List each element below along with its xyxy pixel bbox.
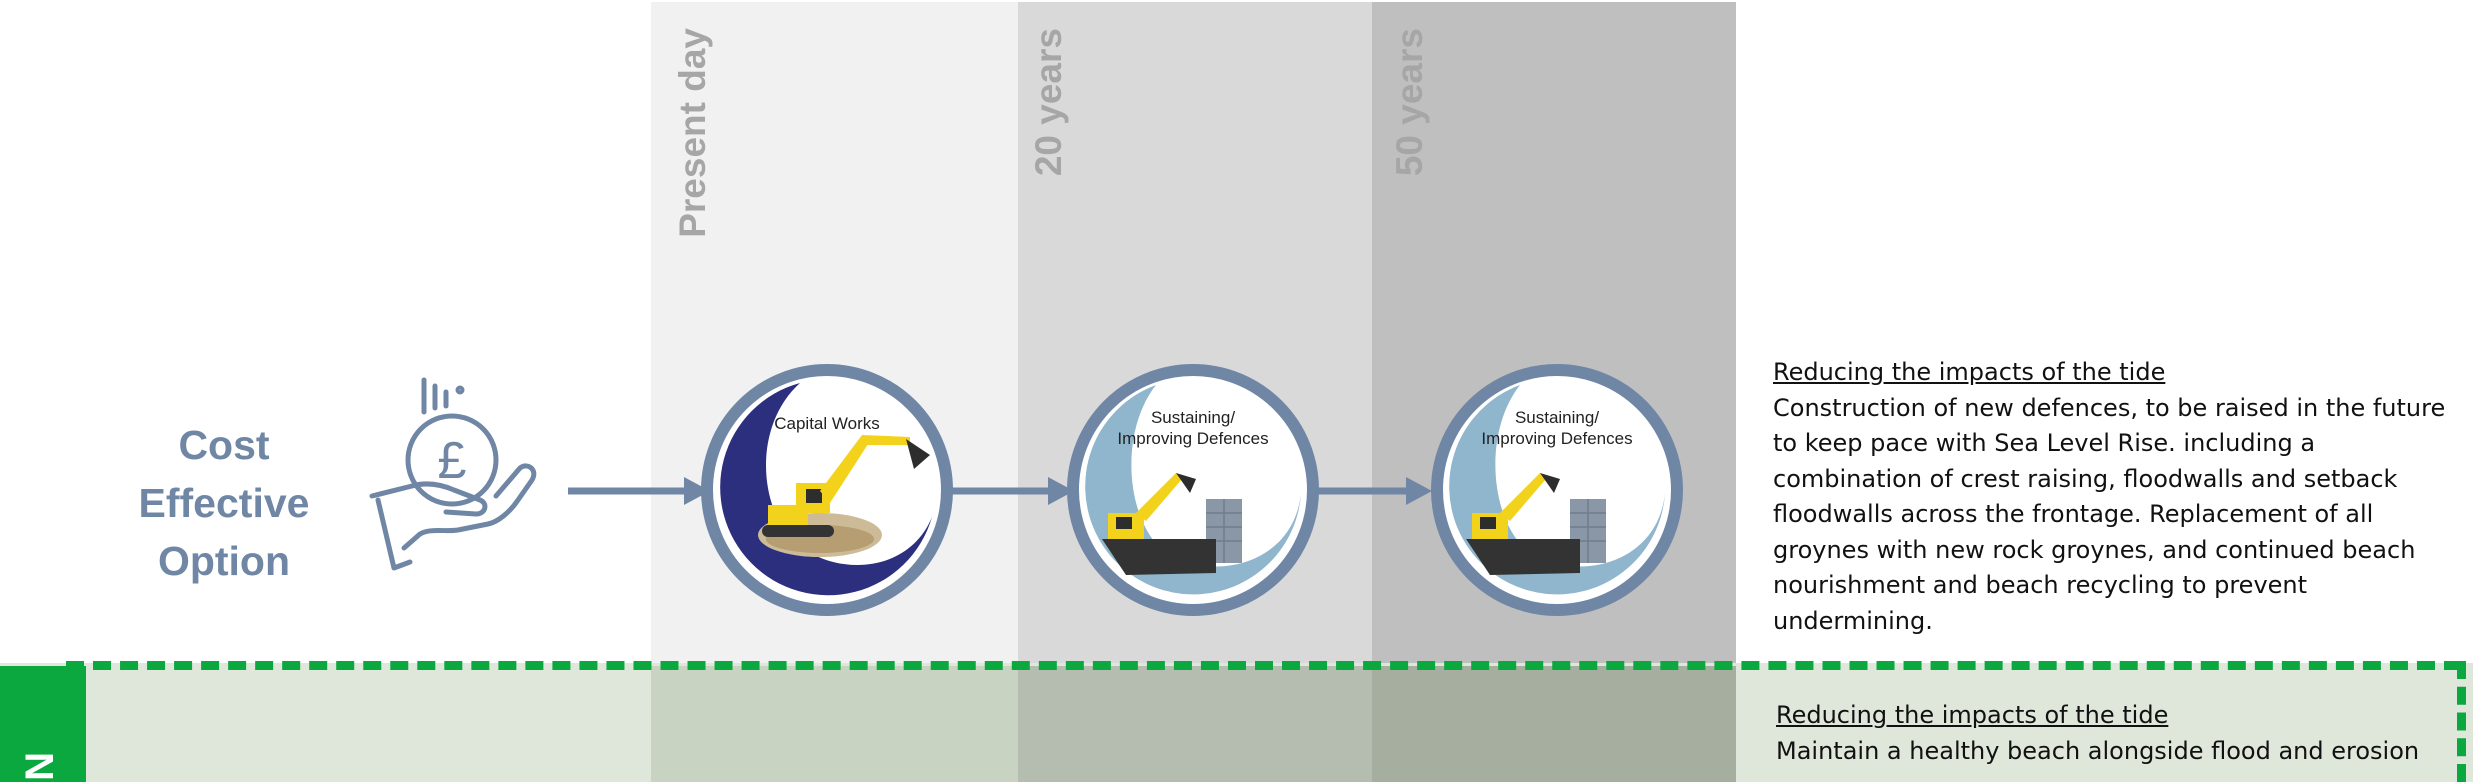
next-option-side-bar (0, 666, 86, 782)
stage-label: Capital Works (774, 414, 880, 433)
stage-label-line: Sustaining/ (1514, 408, 1600, 427)
timeline-label-present-day: Present day (672, 28, 713, 238)
option-title: Cost Effective Option (118, 416, 330, 590)
stage-sustaining-defences-50-years: Sustaining/ Improving Defences (1430, 363, 1684, 617)
description-line: combination of crest raising, floodwalls… (1773, 464, 2398, 493)
description-heading: Reducing the impacts of the tide (1773, 358, 2166, 386)
next-option-column-20-years (1018, 666, 1372, 782)
timeline-label-50-years: 50 years (1389, 28, 1430, 177)
svg-text:£: £ (438, 432, 467, 490)
next-option-column-present-day (651, 666, 1018, 782)
stage-sustaining-defences-20-years: Sustaining/ Improving Defences (1066, 363, 1320, 617)
stage-label-line: Improving Defences (1117, 429, 1269, 448)
description-line: floodwalls across the frontage. Replacem… (1773, 500, 2374, 528)
option-title-line: Option (157, 538, 291, 584)
next-option-description: Reducing the impacts of the tide Maintai… (1776, 698, 2419, 769)
description-line: to keep pace with Sea Level Rise. includ… (1773, 429, 2316, 457)
stage-label-line: Improving Defences (1481, 429, 1633, 448)
next-option-line: Maintain a healthy beach alongside flood… (1776, 736, 2420, 765)
next-option-dashed-border (66, 661, 2462, 670)
description-line: Construction of new defences, to be rais… (1773, 393, 2446, 422)
timeline-label-20-years: 20 years (1028, 28, 1069, 177)
option-description: Reducing the impacts of the tide Constru… (1773, 355, 2445, 639)
hand-holding-pound-coin-icon: £ (369, 377, 537, 571)
option-title-line: Effective (138, 480, 310, 526)
arrows-connector (568, 477, 1432, 505)
description-line: nourishment and beach recycling to preve… (1773, 571, 2308, 599)
option-title-line: Cost (178, 422, 270, 468)
stage-capital-works: Capital Works (700, 363, 954, 617)
description-line: groynes with new rock groynes, and conti… (1773, 535, 2416, 564)
stage-label: Sustaining/ Improving Defences (1066, 407, 1320, 449)
next-option-heading: Reducing the impacts of the tide (1776, 701, 2169, 729)
stage-label: Sustaining/ Improving Defences (1430, 407, 1684, 449)
next-option-side-label: N (18, 752, 62, 781)
excavator-wave-seawall-icon (1067, 364, 1319, 616)
excavator-wave-seawall-icon (1431, 364, 1683, 616)
excavator-icon (701, 364, 953, 616)
description-line: undermining. (1773, 606, 1933, 635)
next-option-dashed-border-right (2457, 661, 2466, 782)
next-option-column-50-years (1372, 666, 1736, 782)
stage-label-line: Sustaining/ (1150, 408, 1236, 427)
